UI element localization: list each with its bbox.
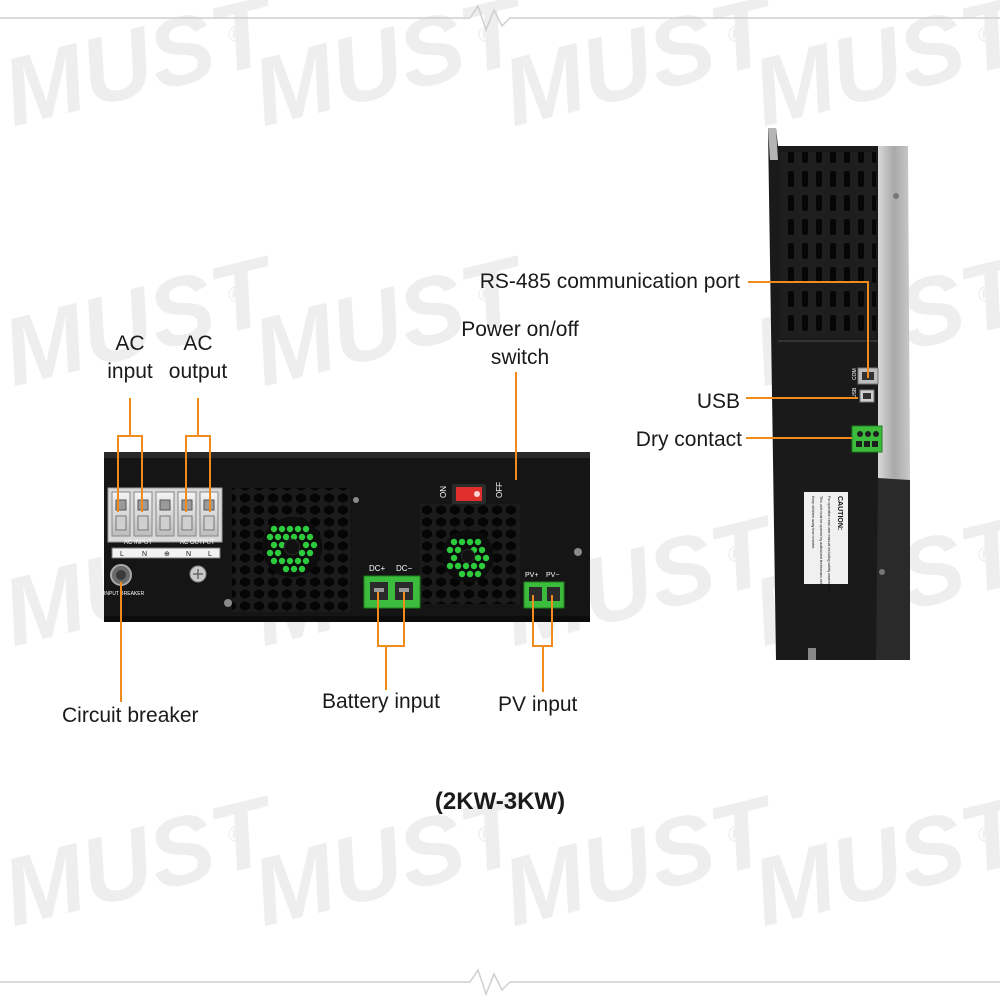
caution-label: CAUTION: For operation read user manual … [804,492,848,593]
caution-line: For operation read user manual including… [827,496,831,593]
callout-ac-input-line2: input [107,360,153,383]
callout-ac-output: AC output [160,330,236,386]
dc-minus-label: DC− [396,564,413,573]
watermark-registered-mark: ® [478,822,494,847]
com-label: COM [852,368,858,380]
callout-ac-output-line2: output [168,360,228,383]
pv-plus-socket[interactable] [529,587,542,601]
side-vent-grille [780,152,876,338]
callout-ac-output-line1: AC [183,332,213,355]
dry-contact-terminal[interactable] [851,425,883,453]
terminal-letter: N [186,551,191,558]
watermark-registered-mark: ® [478,22,494,47]
caution-title: CAUTION: [836,496,843,530]
ac-terminal-block: AC INPUT AC OUTPUT L N ⊕ N L [107,487,223,559]
input-breaker-label: INPUT BREAKER [104,591,145,597]
caution-line: Keep children away from inverter. [811,496,815,549]
input-breaker-knob[interactable]: INPUT BREAKER [104,564,145,597]
watermark-registered-mark: ® [978,22,994,47]
ac-terminal-screw[interactable] [155,491,175,537]
callout-dry-contact: Dry contact [635,428,742,451]
watermark-text: MUST [492,0,789,147]
usb-port[interactable]: USB [852,387,875,403]
pv-plus-label: PV+ [525,572,538,579]
dc-plus-label: DC+ [369,564,386,573]
terminal-letter: N [142,551,147,558]
usb-label: USB [852,387,858,398]
callout-pv-input: PV input [498,693,578,716]
cooling-fan-right [420,504,520,604]
terminal-letter: ⊕ [164,551,170,558]
power-switch[interactable]: ON OFF [439,482,504,504]
watermark-registered-mark: ® [728,22,744,47]
leader-lines [117,281,869,702]
callout-power-switch-line2: switch [490,346,550,369]
side-screw [808,648,816,660]
terminal-letter: L [120,551,124,558]
watermark-registered-mark: ® [978,282,994,307]
watermark-registered-mark: ® [478,282,494,307]
callout-ac-input-line1: AC [115,332,145,355]
pv-minus-label: PV− [546,572,559,579]
cooling-fan-left [232,488,350,612]
battery-terminal: DC+ DC− [363,564,421,609]
callout-ac-input: AC input [100,330,160,386]
callout-rs485: RS-485 communication port [479,270,740,293]
watermark-registered-mark: ® [228,282,244,307]
watermark-registered-mark: ® [978,542,994,567]
caution-line: This unit must be opened by authorized t… [819,496,823,586]
watermark-text: MUST [742,0,1000,147]
power-switch-rocker[interactable] [456,487,482,501]
model-caption: (2KW-3KW) [434,788,566,815]
switch-on-label: ON [439,486,448,498]
callout-power-switch-line1: Power on/off [461,318,579,341]
watermark-registered-mark: ® [728,542,744,567]
terminal-letter: L [208,551,212,558]
callout-battery-input: Battery input [322,690,440,713]
ac-output-terminal-label: AC OUTPUT [180,540,215,546]
watermark-registered-mark: ® [728,822,744,847]
ground-screw [189,565,207,583]
watermark-registered-mark: ® [228,22,244,47]
watermark-text: MUST [242,0,539,147]
watermark-registered-mark: ® [978,822,994,847]
watermark-text: MUST [0,0,289,147]
watermark-registered-mark: ® [228,822,244,847]
switch-off-label: OFF [495,482,504,498]
side-panel: COM USB CAUTION: For operation read user… [768,128,910,660]
callout-circuit-breaker: Circuit breaker [62,704,199,727]
callout-usb: USB [696,390,740,413]
pulse-line-decoration [0,4,1000,997]
ac-input-terminal-label: AC INPUT [124,540,152,546]
front-panel: AC INPUT AC OUTPUT L N ⊕ N L INPUT BREAKER [104,452,590,622]
ac-terminal-screw[interactable] [111,491,131,537]
pv-minus-socket[interactable] [547,587,560,601]
callout-power-switch: Power on/off switch [440,316,600,372]
